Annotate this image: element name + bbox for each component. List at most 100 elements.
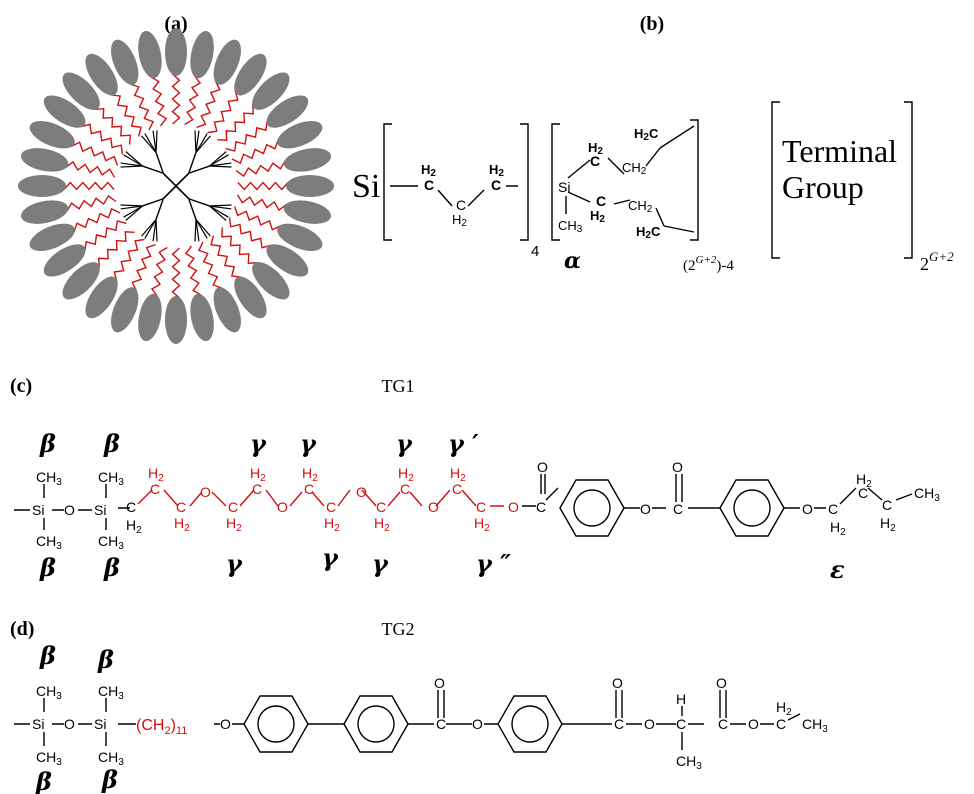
spacer-chain [113, 238, 145, 282]
core-arm [175, 172, 190, 187]
spacer-chain [66, 194, 117, 212]
panel-c-label: (c) [10, 375, 32, 397]
mesogen-unit [283, 200, 332, 224]
spacer-atom: H2 [250, 465, 266, 484]
tg1-ester2-atoms: O C O [640, 459, 683, 517]
bracket-core-left [383, 123, 392, 241]
mesogen-unit [111, 39, 139, 85]
svg-text:O: O [64, 716, 75, 732]
core-branch [142, 165, 164, 174]
core-branch [188, 152, 197, 174]
mesogen-unit [266, 244, 309, 277]
spacer-chain [221, 227, 258, 265]
svg-text:O: O [472, 716, 483, 732]
spacer-atom: H2 [474, 515, 490, 534]
branch-atoms: Si H2 C CH2 H2C C H2 CH2 H2C CH3 [558, 126, 661, 241]
spacer-chain [110, 94, 142, 137]
svg-text:Si: Si [32, 502, 44, 518]
spacer-chain [237, 181, 289, 191]
tg1-siloxane-bonds [14, 484, 130, 530]
spacer-chain [129, 83, 155, 131]
tg2-beta-3: β [35, 767, 52, 794]
tg1-gamma-6: γ [372, 549, 389, 578]
svg-text:CH2: CH2 [622, 160, 647, 177]
core-twig [125, 151, 143, 167]
mesogen-unit [62, 262, 100, 300]
spacer-chain [225, 120, 268, 152]
mesogen-unit [165, 28, 187, 76]
core-twig [120, 162, 143, 167]
svg-text:CH3: CH3 [36, 533, 62, 552]
tg1-ester1-bonds [522, 474, 559, 507]
core-twig [144, 133, 157, 153]
svg-text:C: C [424, 177, 434, 193]
svg-text:O: O [640, 501, 651, 517]
panel-d-label: (d) [10, 618, 34, 640]
bracket-branch-right [690, 119, 699, 241]
svg-text:CH3: CH3 [98, 683, 124, 702]
panel-a-label: (a) [164, 13, 187, 35]
dendrimer-mesogens [18, 28, 334, 344]
core-twig [209, 205, 232, 210]
svg-text:CH3: CH3 [98, 469, 124, 488]
spacer-chain [131, 243, 156, 292]
core-twig [152, 219, 157, 242]
core-twig [195, 219, 200, 242]
svg-text:CH3: CH3 [802, 716, 828, 735]
svg-text:O: O [802, 501, 813, 517]
svg-text:H2C: H2C [636, 224, 661, 241]
panel-b-label: (b) [640, 13, 664, 35]
spacer-chain [210, 235, 242, 278]
general-formula: Si 4 H2 C C H2 H2 C α (2G+2)-4 Si H2 C C… [352, 101, 954, 274]
core-branch [188, 165, 210, 174]
tg2-ester1-atoms: C O O [434, 675, 483, 732]
svg-text:CH3: CH3 [98, 749, 124, 768]
core-arm [162, 185, 177, 200]
mesogen-unit [277, 121, 323, 149]
core-twig [123, 205, 143, 218]
spacer-chain [235, 160, 286, 178]
spacer-atom: H2 [324, 515, 340, 534]
spacer-atom: C [304, 481, 314, 497]
core-twig [141, 135, 157, 153]
core-twig [195, 130, 200, 153]
mesogen-unit [283, 148, 332, 172]
svg-text:C: C [590, 153, 600, 169]
core-twig [209, 162, 232, 167]
tg1-gamma-dprime: γ ″ [476, 549, 511, 578]
tg1-benzene-2 [719, 479, 785, 537]
core-arm [162, 172, 177, 187]
mesogen-unit [277, 223, 323, 251]
core-twig [209, 205, 229, 218]
svg-text:C: C [596, 193, 606, 209]
spacer-atom: O [428, 499, 439, 515]
tg2-beta-4: β [101, 765, 118, 794]
spacer-atom: C [228, 499, 238, 515]
spacer-atom: C [176, 499, 186, 515]
spacer-atom: C [252, 481, 262, 497]
svg-text:C: C [676, 716, 686, 732]
core-twig [195, 219, 211, 237]
tg2-siloxane-atoms: Si O Si CH3 CH3 CH3 CH3 [32, 683, 124, 768]
core-twig [152, 130, 157, 153]
core-twig [125, 205, 143, 221]
spacer-atom: H2 [398, 465, 414, 484]
core-twig [120, 205, 143, 210]
svg-text:CH3: CH3 [36, 683, 62, 702]
spacer-atom: C [150, 481, 160, 497]
panel-d-title: TG2 [382, 619, 415, 639]
spacer-chain [231, 139, 279, 165]
spacer-atom: H2 [226, 515, 242, 534]
mesogen-unit [20, 200, 69, 224]
spacer-atom: H2 [302, 465, 318, 484]
svg-text:C: C [491, 177, 501, 193]
tg2-benzene-3 [497, 695, 563, 753]
svg-text:C: C [882, 497, 892, 513]
mesogen-unit [18, 175, 66, 197]
svg-text:Si: Si [32, 716, 44, 732]
spacer-chain [150, 246, 168, 297]
mesogen-unit [190, 30, 214, 79]
spacer-chain [171, 247, 181, 299]
core-twig [209, 154, 229, 167]
